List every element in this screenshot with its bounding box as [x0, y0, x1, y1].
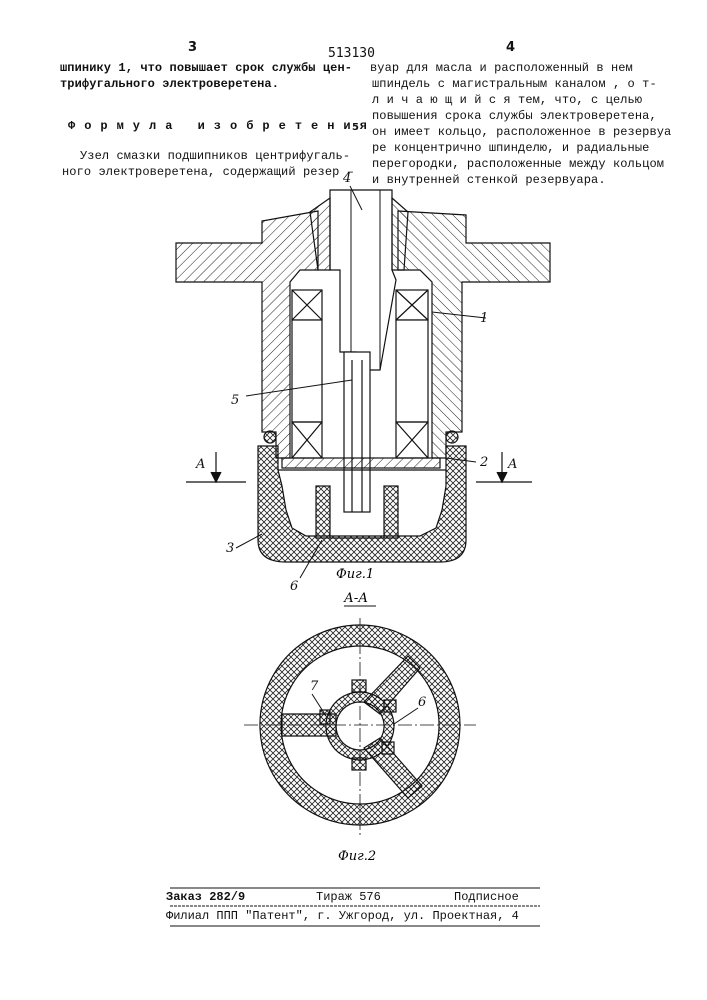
page-number-left: 3 — [188, 40, 198, 55]
right-text-line-5: он имеет кольцо, расположенное в резерву… — [372, 125, 672, 139]
central-tube — [343, 351, 371, 513]
section-a-left: A — [195, 457, 205, 472]
page-number-right: 4 — [506, 40, 516, 55]
base-plate — [281, 457, 441, 469]
right-text-line-7: перегородки, расположенные между кольцом — [372, 157, 665, 171]
claim-text-line-1: Узел смазки подшипников центрифугаль- — [80, 149, 351, 163]
footer-circulation: Тираж 576 — [316, 890, 381, 904]
right-text-line-8: и внутренней стенкой резервуара. — [372, 173, 606, 187]
left-text-line-2: трифугального электроверетена. — [60, 77, 280, 91]
bearing-upper-right — [395, 289, 429, 423]
left-text-line-1: шпинику 1, что повышает срок службы цен- — [60, 61, 353, 75]
housing-left — [175, 210, 319, 459]
bearing-lower-left — [291, 421, 323, 459]
fig2-label-6: 6 — [418, 695, 426, 710]
section-a-right: A — [507, 457, 517, 472]
footer-subscription: Подписное — [454, 890, 519, 904]
footer-publisher: Филиал ППП "Патент", г. Ужгород, ул. Про… — [166, 909, 519, 923]
fig2-label-7: 7 — [310, 679, 319, 694]
bearing-upper-left — [291, 289, 323, 423]
right-text-line-2: шпиндель с магистральным каналом , о т- — [372, 77, 657, 91]
figure-2-caption: Фиг.2 — [338, 849, 376, 864]
figure-2-drawing — [244, 618, 476, 838]
label-6: 6 — [290, 579, 298, 594]
label-4: 4 — [342, 171, 351, 186]
right-text-line-3: л и ч а ю щ и й с я тем, что, с целью — [372, 93, 643, 107]
right-text-line-6: ре концентрично шпинделю, и радиальные — [372, 141, 650, 155]
margin-line-marker: 5 — [352, 122, 359, 133]
right-text-line-4: повышения срока службы электроверетена, — [372, 109, 657, 123]
figure-1-drawing — [175, 189, 551, 563]
footer-order: Заказ 282/9 — [166, 890, 246, 904]
label-5: 5 — [231, 393, 239, 408]
section-title: А-А — [343, 591, 368, 606]
figure-1-caption: Фиг.1 — [336, 567, 374, 582]
ring-6 — [315, 485, 331, 539]
patent-number: 513130 — [328, 46, 375, 61]
spindle — [329, 189, 397, 371]
label-3: 3 — [226, 541, 234, 556]
claim-text-line-2: ного электроверетена, содержащий резер – — [62, 165, 355, 179]
label-1: 1 — [480, 311, 488, 326]
right-text-line-1: вуар для масла и расположенный в нем — [370, 61, 633, 75]
claims-heading: Формула изобретения — [68, 119, 376, 133]
bearing-lower-right — [395, 421, 429, 459]
label-2: 2 — [479, 455, 488, 470]
outer-ring — [259, 624, 461, 826]
reservoir — [257, 445, 467, 563]
